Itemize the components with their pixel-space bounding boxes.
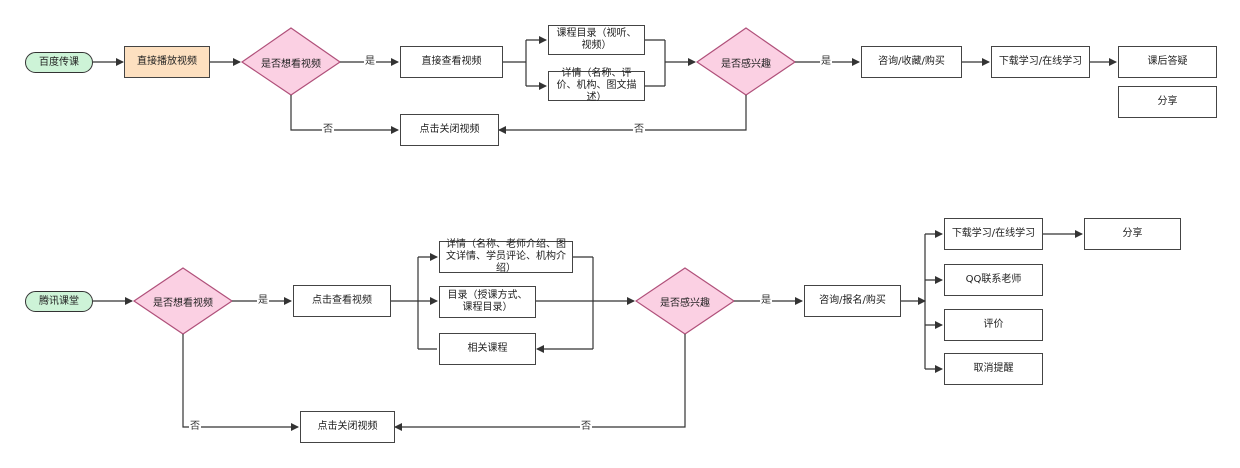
tencent-related-node: 相关课程	[439, 333, 536, 365]
baidu-close-node: 点击关闭视频	[400, 114, 499, 146]
baidu-yes-label-1: 是	[364, 56, 376, 67]
baidu-start-node: 百度传课	[25, 52, 93, 73]
tencent-want-label: 是否想看视频	[153, 297, 213, 309]
baidu-connectors	[93, 36, 1117, 134]
baidu-qa-node: 课后答疑	[1118, 46, 1217, 78]
baidu-no-label-2: 否	[633, 124, 645, 135]
tencent-connectors	[93, 230, 1083, 431]
baidu-view-node: 直接查看视频	[400, 46, 503, 78]
baidu-share-node: 分享	[1118, 86, 1217, 118]
baidu-interest-label: 是否感兴趣	[721, 58, 771, 70]
tencent-start-node: 腾讯课堂	[25, 291, 93, 312]
baidu-no-label-1: 否	[322, 124, 334, 135]
baidu-download-node: 下载学习/在线学习	[991, 46, 1090, 78]
tencent-yes-label-2: 是	[760, 295, 772, 306]
baidu-play-node: 直接播放视频	[124, 46, 210, 78]
baidu-catalog-node: 课程目录（视听、视频）	[548, 25, 645, 55]
baidu-details-node: 详情（名称、评价、机构、图文描述）	[548, 68, 645, 103]
tencent-view-node: 点击查看视频	[293, 285, 391, 317]
tencent-no-label-1: 否	[189, 421, 201, 432]
tencent-share-node: 分享	[1084, 218, 1181, 250]
baidu-want-label: 是否想看视频	[261, 58, 321, 70]
baidu-yes-label-2: 是	[820, 56, 832, 67]
tencent-catalog-node: 目录（授课方式、课程目录）	[439, 286, 536, 318]
tencent-close-node: 点击关闭视频	[300, 411, 395, 443]
tencent-details-node: 详情（名称、老师介绍、图文详情、学员评论、机构介绍）	[439, 239, 573, 274]
tencent-no-label-2: 否	[580, 421, 592, 432]
tencent-consult-node: 咨询/报名/购买	[804, 285, 901, 317]
baidu-consult-node: 咨询/收藏/购买	[861, 46, 962, 78]
tencent-yes-label-1: 是	[257, 295, 269, 306]
tencent-review-node: 评价	[944, 309, 1043, 341]
tencent-cancel-node: 取消提醒	[944, 353, 1043, 385]
tencent-qq-node: QQ联系老师	[944, 264, 1043, 296]
tencent-interest-label: 是否感兴趣	[660, 297, 710, 309]
tencent-download-node: 下载学习/在线学习	[944, 218, 1043, 250]
